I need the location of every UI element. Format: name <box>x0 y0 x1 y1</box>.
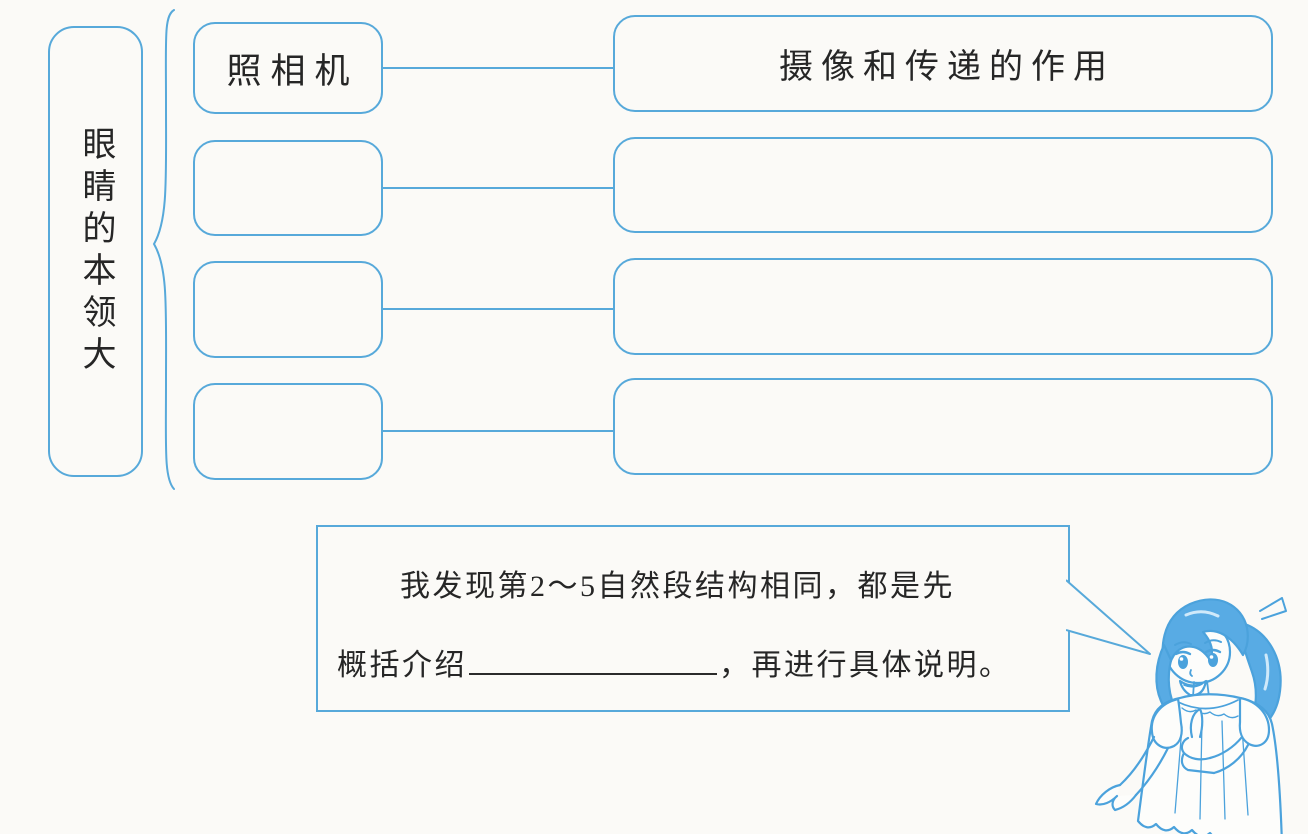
detail-box-4 <box>613 378 1273 475</box>
speech-bubble-tail <box>1066 579 1151 655</box>
speech-bubble: 我发现第2～5自然段结构相同，都是先 概括介绍 ，再进行具体说明。 <box>316 525 1070 712</box>
topic-box-1: 照相机 <box>193 22 383 114</box>
topic-box-3 <box>193 261 383 358</box>
speech-bubble-line2: 概括介绍 ，再进行具体说明。 <box>337 643 1012 684</box>
speech-bubble-line1: 我发现第2～5自然段结构相同，都是先 <box>400 570 955 603</box>
girl-with-pigtails-illustration <box>1094 597 1287 834</box>
topic-label-1: 照相机 <box>226 51 359 91</box>
speech-bubble-line2-prefix: 概括介绍 <box>337 649 467 682</box>
fill-in-blank-line <box>469 643 717 675</box>
detail-box-2 <box>613 137 1273 233</box>
connector-line-1 <box>383 67 613 69</box>
speech-bubble-line2-suffix: ，再进行具体说明。 <box>719 649 1012 682</box>
root-node-label: 眼睛的本领大 <box>77 125 114 378</box>
curly-brace-icon <box>152 9 175 490</box>
detail-label-1: 摄像和传递的作用 <box>779 49 1115 86</box>
detail-box-1: 摄像和传递的作用 <box>613 15 1273 112</box>
topic-box-2 <box>193 140 383 236</box>
topic-box-4 <box>193 383 383 480</box>
root-node-box: 眼睛的本领大 <box>48 26 143 477</box>
connector-line-3 <box>383 308 613 310</box>
connector-line-2 <box>383 187 613 189</box>
detail-box-3 <box>613 258 1273 355</box>
connector-line-4 <box>383 430 613 432</box>
